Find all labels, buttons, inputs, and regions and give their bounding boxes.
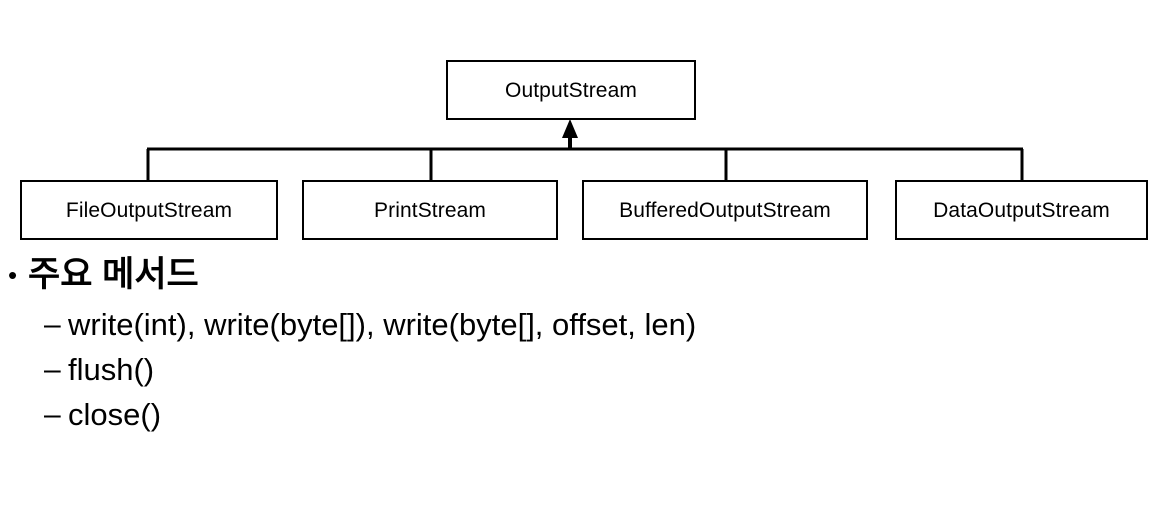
methods-section: • 주요 메서드 – write(int), write(byte[]), wr…: [0, 252, 1170, 437]
method-signature: flush(): [68, 352, 155, 387]
bullet-dot-icon: •: [8, 260, 18, 290]
class-node-label: PrintStream: [374, 198, 486, 222]
section-heading: • 주요 메서드: [0, 252, 1170, 298]
class-node-label: FileOutputStream: [65, 198, 233, 222]
class-node-dataoutputstream[interactable]: DataOutputStream: [895, 180, 1148, 240]
method-list-item: – write(int), write(byte[]), write(byte[…: [0, 302, 1170, 347]
bullet-dash-icon: –: [44, 353, 61, 386]
class-hierarchy-diagram: OutputStream FileOutputStream PrintStrea…: [0, 0, 1170, 250]
bullet-dash-icon: –: [44, 398, 61, 431]
method-signature: write(int), write(byte[]), write(byte[],…: [68, 307, 697, 342]
class-node-printstream[interactable]: PrintStream: [302, 180, 558, 240]
class-node-outputstream[interactable]: OutputStream: [446, 60, 696, 120]
method-signature: close(): [68, 397, 162, 432]
class-node-bufferedoutputstream[interactable]: BufferedOutputStream: [582, 180, 868, 240]
method-list-item: – close(): [0, 392, 1170, 437]
method-list-item: – flush(): [0, 347, 1170, 392]
bullet-dash-icon: –: [44, 308, 61, 341]
class-node-fileoutputstream[interactable]: FileOutputStream: [20, 180, 278, 240]
class-node-label: OutputStream: [505, 78, 637, 102]
class-node-label: BufferedOutputStream: [619, 198, 831, 222]
class-node-label: DataOutputStream: [933, 198, 1110, 222]
inheritance-arrowhead: [562, 119, 578, 138]
section-heading-label: 주요 메서드: [28, 255, 199, 294]
method-list: – write(int), write(byte[]), write(byte[…: [0, 302, 1170, 437]
